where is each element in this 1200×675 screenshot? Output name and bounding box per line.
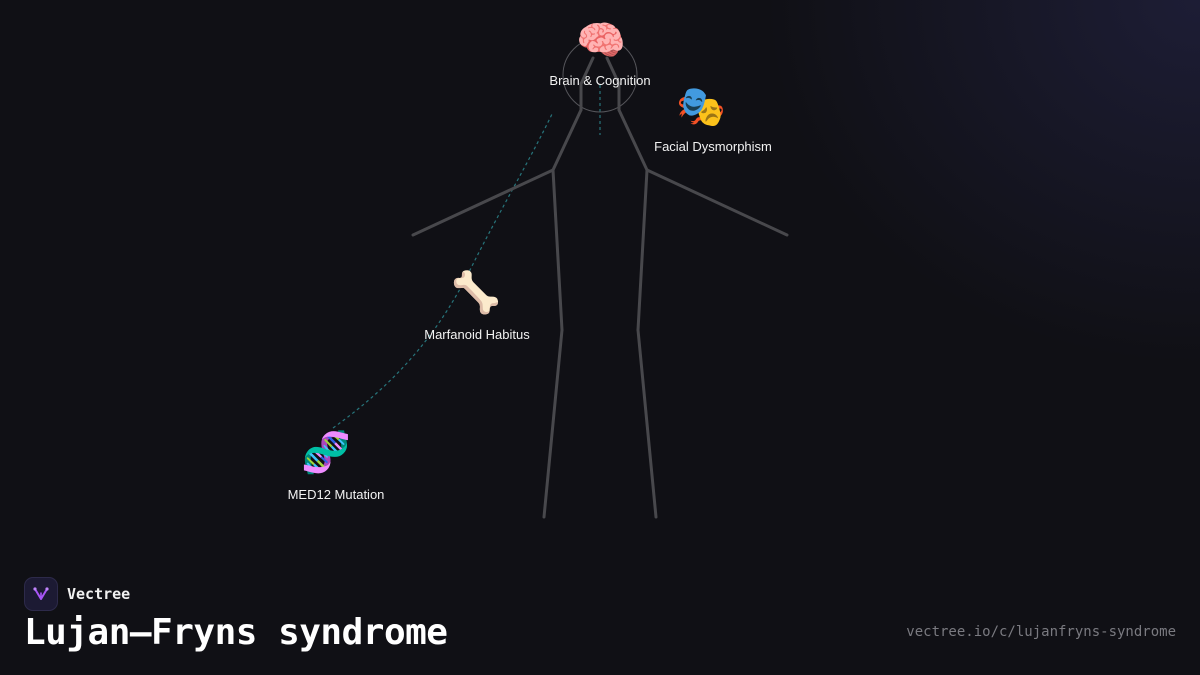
page-title: Lujan–Fryns syndrome	[24, 612, 448, 653]
brain-icon: 🧠	[576, 18, 626, 64]
connector-dna-to-head	[332, 111, 554, 429]
vectree-logo-icon	[24, 577, 58, 611]
body-figure-diagram	[332, 37, 789, 519]
node-label-brain: Brain & Cognition	[549, 73, 651, 88]
brand[interactable]: Vectree	[24, 577, 130, 611]
brand-name: Vectree	[67, 585, 131, 603]
theater-masks-icon: 🎭	[676, 84, 726, 130]
node-label-dna: MED12 Mutation	[287, 487, 385, 502]
node-label-facial: Facial Dysmorphism	[654, 139, 772, 154]
body-outline	[411, 56, 789, 519]
page-url[interactable]: vectree.io/c/lujanfryns-syndrome	[906, 624, 1176, 640]
node-label-bone: Marfanoid Habitus	[424, 327, 530, 342]
head-outline	[562, 37, 638, 113]
dna-icon: 🧬	[301, 430, 351, 476]
bone-icon: 🦴	[451, 270, 501, 316]
